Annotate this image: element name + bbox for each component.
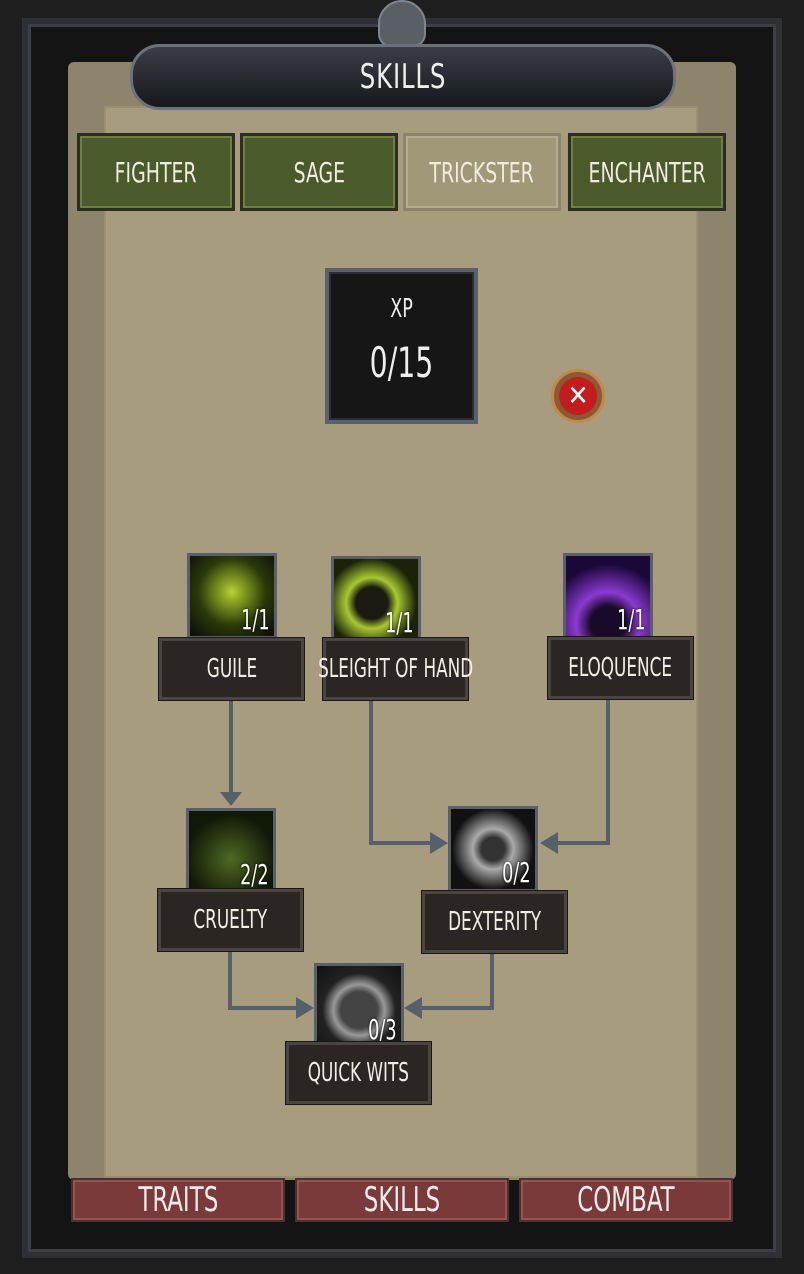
skill-count: 1/1: [385, 606, 414, 639]
tab-fighter[interactable]: FIGHTER: [77, 133, 235, 211]
tab-enchanter[interactable]: ENCHANTER: [568, 133, 726, 211]
skill-quick-wits[interactable]: QUICK WITS: [286, 1042, 431, 1104]
grinning-shadow-icon[interactable]: 1/1: [563, 553, 653, 639]
xp-value: 0/15: [369, 338, 434, 387]
flexing-figure-icon[interactable]: 0/2: [448, 806, 538, 892]
tab-label: ENCHANTER: [588, 155, 706, 189]
skills-button[interactable]: SKILLS: [295, 1178, 509, 1222]
dagger-figure-icon[interactable]: 2/2: [186, 808, 276, 894]
button-label: COMBAT: [577, 1180, 675, 1220]
tab-label: FIGHTER: [115, 155, 197, 189]
skill-dexterity[interactable]: DEXTERITY: [422, 891, 567, 953]
rune-circle-icon[interactable]: 0/3: [314, 963, 404, 1049]
ghost-ship-icon[interactable]: 1/1: [187, 553, 277, 639]
skull-crest-icon: [378, 0, 426, 48]
tab-trickster[interactable]: TRICKSTER: [403, 133, 561, 211]
button-label: TRAITS: [138, 1180, 218, 1220]
skill-name: ELOQUENCE: [568, 653, 673, 683]
skill-name: CRUELTY: [193, 905, 268, 935]
skill-name: DEXTERITY: [448, 907, 541, 937]
skill-count: 0/3: [368, 1013, 397, 1046]
reset-button[interactable]: ✕: [551, 369, 605, 423]
skill-name: QUICK WITS: [307, 1058, 410, 1088]
skill-guile[interactable]: GUILE: [159, 638, 304, 700]
traits-button[interactable]: TRAITS: [71, 1178, 285, 1222]
skill-count: 1/1: [617, 603, 646, 636]
skill-sleight-of-hand[interactable]: SLEIGHT OF HAND: [318, 638, 473, 700]
tab-sage[interactable]: SAGE: [240, 133, 398, 211]
connector-dexterity-quickwits: [412, 952, 494, 1010]
connector-cruelty-quickwits: [228, 950, 306, 1010]
connector-sleight-dexterity: [369, 700, 440, 845]
skill-count: 0/2: [502, 856, 531, 889]
skill-cruelty[interactable]: CRUELTY: [158, 889, 303, 951]
xp-label: XP: [390, 294, 413, 324]
connector-eloquence-dexterity: [548, 698, 610, 845]
chained-figure-icon[interactable]: 1/1: [331, 556, 421, 642]
combat-button[interactable]: COMBAT: [519, 1178, 733, 1222]
close-icon: ✕: [559, 377, 597, 415]
skill-name: GUILE: [206, 654, 257, 684]
tab-label: TRICKSTER: [429, 155, 535, 189]
title-banner: SKILLS: [130, 44, 676, 110]
tab-label: SAGE: [293, 155, 345, 189]
skill-count: 2/2: [240, 858, 269, 891]
skill-name: SLEIGHT OF HAND: [317, 654, 474, 684]
skill-eloquence[interactable]: ELOQUENCE: [548, 637, 693, 699]
xp-panel: XP 0/15: [325, 268, 478, 424]
skill-count: 1/1: [241, 603, 270, 636]
button-label: SKILLS: [363, 1180, 441, 1220]
page-title: SKILLS: [359, 57, 447, 97]
